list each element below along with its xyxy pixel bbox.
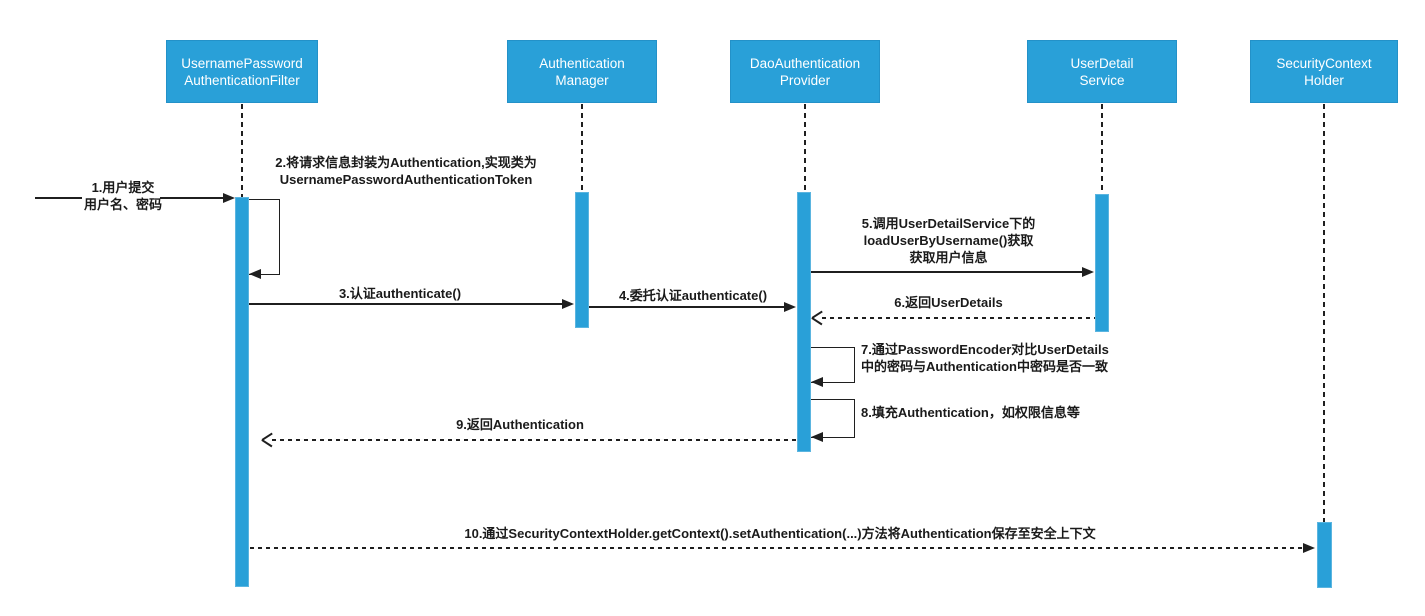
activation-dao-authentication-provider: [797, 192, 811, 452]
actor-box-user-detail-service: UserDetail Service: [1027, 40, 1177, 103]
activation-security-context-holder: [1317, 522, 1332, 588]
message-10-arrowhead: [1303, 543, 1315, 553]
message-10-label: 10.通过SecurityContextHolder.getContext().…: [464, 526, 1096, 541]
message-1-line: [160, 197, 224, 199]
actor-label: UserDetail Service: [1070, 55, 1134, 88]
activation-username-password-authentication-filter: [235, 197, 249, 587]
actor-label: UsernamePassword AuthenticationFilter: [181, 55, 303, 88]
message-10-line: [250, 547, 1306, 549]
message-3-arrowhead: [562, 299, 574, 309]
message-4-line: [589, 306, 786, 308]
activation-user-detail-service: [1095, 194, 1109, 332]
actor-box-username-password-authentication-filter: UsernamePassword AuthenticationFilter: [166, 40, 318, 103]
message-2-arrowhead: [249, 269, 261, 279]
lifeline-authentication-manager: [581, 104, 583, 192]
message-7-label: 7.通过PasswordEncoder对比UserDetails 中的密码与Au…: [861, 342, 1109, 374]
lifeline-dao-authentication-provider: [804, 104, 806, 192]
message-8-arrowhead: [811, 432, 823, 442]
message-5-arrowhead: [1082, 267, 1094, 277]
actor-box-authentication-manager: Authentication Manager: [507, 40, 657, 103]
message-2-self-loop: [249, 199, 280, 275]
message-1-arrowhead: [223, 193, 235, 203]
actor-label: Authentication Manager: [539, 55, 625, 88]
actor-label: DaoAuthentication Provider: [749, 55, 861, 88]
message-9-line: [272, 439, 797, 441]
message-2-label: 2.将请求信息封装为Authentication,实现类为 UsernamePa…: [275, 155, 537, 187]
message-1-label: 1.用户提交 用户名、密码: [83, 180, 162, 212]
message-7-self-loop: [811, 347, 855, 383]
actor-box-dao-authentication-provider: DaoAuthentication Provider: [730, 40, 880, 103]
message-6-label: 6.返回UserDetails: [894, 295, 1003, 310]
message-6-line: [822, 317, 1095, 319]
actor-label: SecurityContext Holder: [1276, 55, 1372, 88]
lifeline-username-password-authentication-filter: [241, 104, 243, 197]
lifeline-security-context-holder: [1323, 104, 1325, 522]
message-9-label: 9.返回Authentication: [456, 417, 584, 432]
message-1-line: [35, 197, 82, 199]
message-8-label: 8.填充Authentication，如权限信息等: [861, 405, 1080, 420]
message-5-label: 5.调用UserDetailService下的 loadUserByUserna…: [861, 216, 1036, 265]
message-4-arrowhead: [784, 302, 796, 312]
message-3-label: 3.认证authenticate(): [338, 286, 462, 301]
message-6-arrowhead: [812, 311, 825, 324]
message-5-line: [811, 271, 1084, 273]
message-8-self-loop: [811, 399, 855, 438]
message-3-line: [249, 303, 564, 305]
message-9-arrowhead: [262, 433, 275, 446]
activation-authentication-manager: [575, 192, 589, 328]
message-4-label: 4.委托认证authenticate(): [618, 288, 768, 303]
actor-box-security-context-holder: SecurityContext Holder: [1250, 40, 1398, 103]
message-7-arrowhead: [811, 377, 823, 387]
lifeline-user-detail-service: [1101, 104, 1103, 194]
